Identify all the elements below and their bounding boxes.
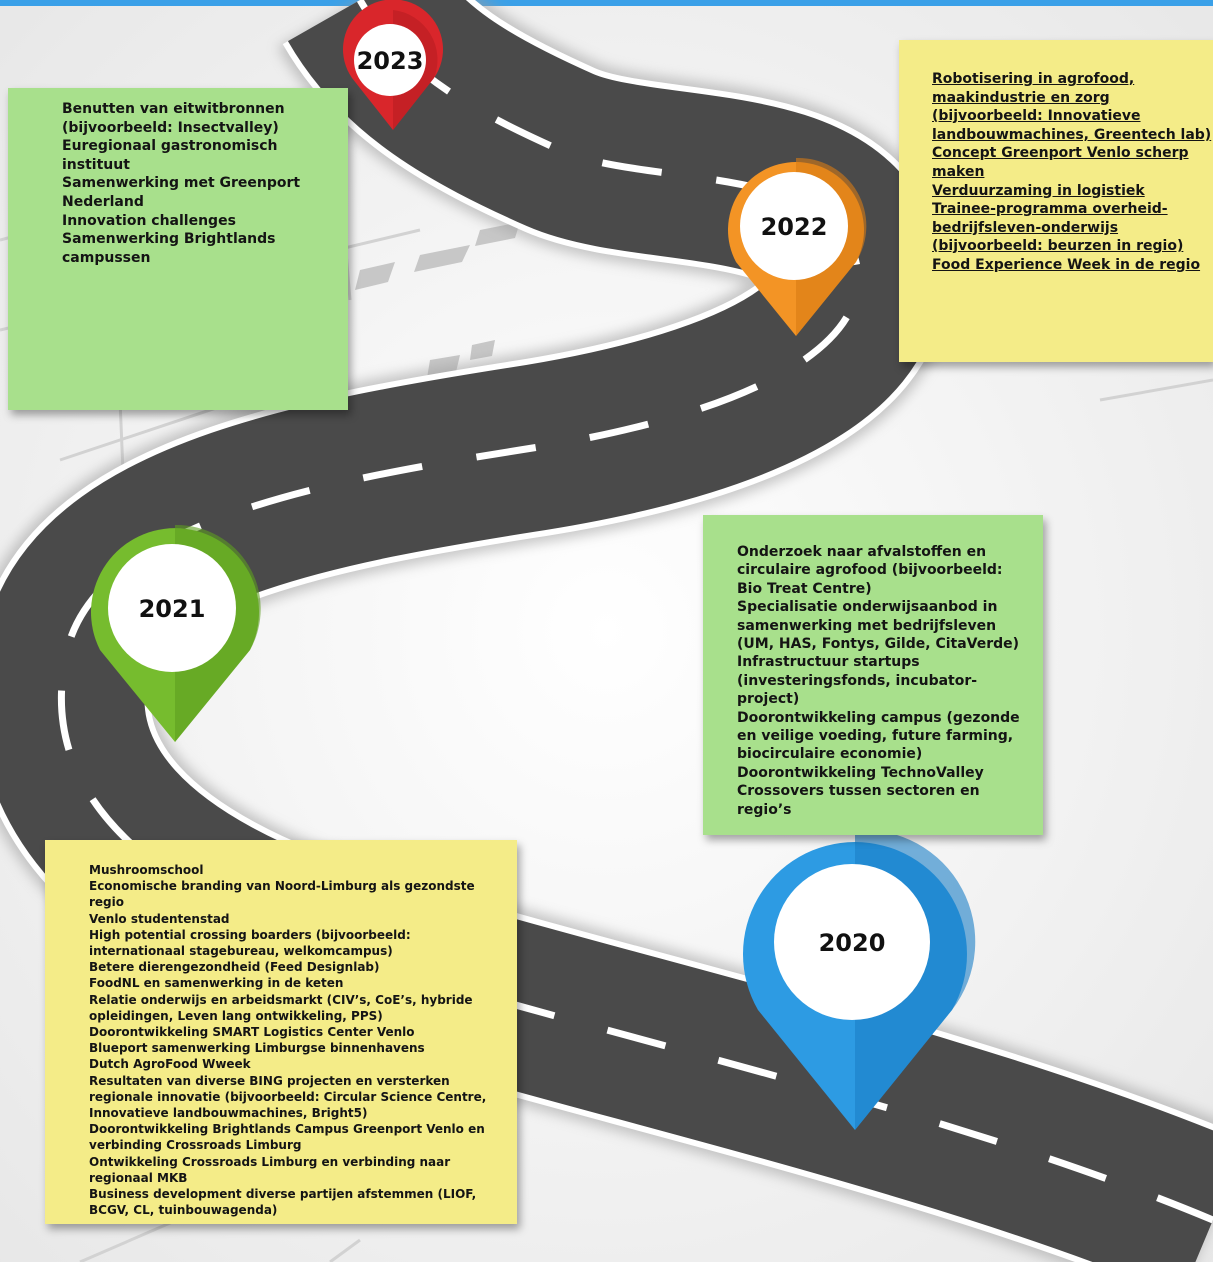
note-2020-item: Economische branding van Noord-Limburg a…	[89, 879, 475, 910]
note-2020-item: Doorontwikkeling SMART Logistics Center …	[89, 1025, 415, 1040]
note-2023-item: Benutten van eitwitbronnen (bijvoorbeeld…	[62, 101, 285, 136]
note-2020: Mushroomschool Economische branding van …	[45, 840, 517, 1224]
note-2023: Benutten van eitwitbronnen (bijvoorbeeld…	[8, 88, 348, 410]
pin-2020: 2020	[742, 829, 976, 1130]
note-2022-item: Concept Greenport Venlo scherp maken	[932, 145, 1189, 180]
note-2022-item: Food Experience Week in de regio	[932, 256, 1201, 273]
note-2023-item: Euregionaal gastronomisch instituut	[62, 138, 278, 173]
year-label-2020: 2020	[819, 929, 886, 957]
note-2020-item: Blueport samenwerking Limburgse binnenha…	[89, 1041, 425, 1056]
note-2020-item: Betere dierengezondheid (Feed Designlab)	[89, 960, 380, 975]
note-2021: Onderzoek naar afvalstoffen en circulair…	[703, 515, 1043, 835]
note-2023-item: Samenwerking Brightlands campussen	[62, 231, 276, 266]
note-2020-item: Relatie onderwijs en arbeidsmarkt (CIV’s…	[89, 992, 473, 1023]
note-2023-list: Benutten van eitwitbronnen (bijvoorbeeld…	[42, 100, 336, 267]
note-2023-item: Samenwerking met Greenport Nederland	[62, 175, 301, 210]
note-2020-item: Ontwikkeling Crossroads Limburg en verbi…	[89, 1154, 451, 1185]
note-2023-item: Innovation challenges	[62, 212, 236, 229]
year-label-2021: 2021	[139, 595, 206, 623]
note-2021-item: Infrastructuur startups (investeringsfon…	[737, 654, 978, 708]
note-2021-item: Doorontwikkeling campus (gezonde en veil…	[737, 709, 1020, 763]
pin-2021: 2021	[91, 524, 261, 742]
note-2020-item: Doorontwikkeling Brightlands Campus Gree…	[89, 1122, 485, 1153]
top-bar	[0, 0, 1213, 6]
pin-2023: 2023	[343, 0, 443, 130]
note-2022-item: Trainee-programma overheid-bedrijfsleven…	[932, 201, 1184, 255]
note-2022-item: Verduurzaming in logistiek	[932, 182, 1145, 199]
note-2020-item: Dutch AgroFood Wweek	[89, 1057, 251, 1072]
note-2020-item: Resultaten van diverse BING projecten en…	[89, 1073, 487, 1121]
note-2022: Robotisering in agrofood, maakindustrie …	[899, 40, 1213, 362]
note-2021-item: Onderzoek naar afvalstoffen en circulair…	[737, 544, 1003, 597]
note-2020-item: Venlo studentenstad	[89, 911, 230, 926]
note-2021-item: Doorontwikkeling TechnoValley	[737, 764, 984, 781]
road-center-line	[58, 0, 1213, 1224]
note-2021-item: Crossovers tussen sectoren en regio’s	[737, 783, 980, 818]
year-label-2022: 2022	[761, 213, 828, 241]
note-2020-item: FoodNL en samenwerking in de keten	[89, 976, 344, 991]
note-2022-item: Robotisering in agrofood, maakindustrie …	[932, 71, 1212, 143]
pin-2022: 2022	[728, 157, 867, 336]
note-2020-item: High potential crossing boarders (bijvoo…	[89, 927, 411, 959]
note-2020-item: Business development diverse partijen af…	[89, 1187, 477, 1218]
year-label-2023: 2023	[357, 47, 424, 75]
note-2021-item: Specialisatie onderwijsaanbod in samenwe…	[737, 599, 1020, 653]
note-2020-item: Mushroomschool	[89, 863, 204, 877]
